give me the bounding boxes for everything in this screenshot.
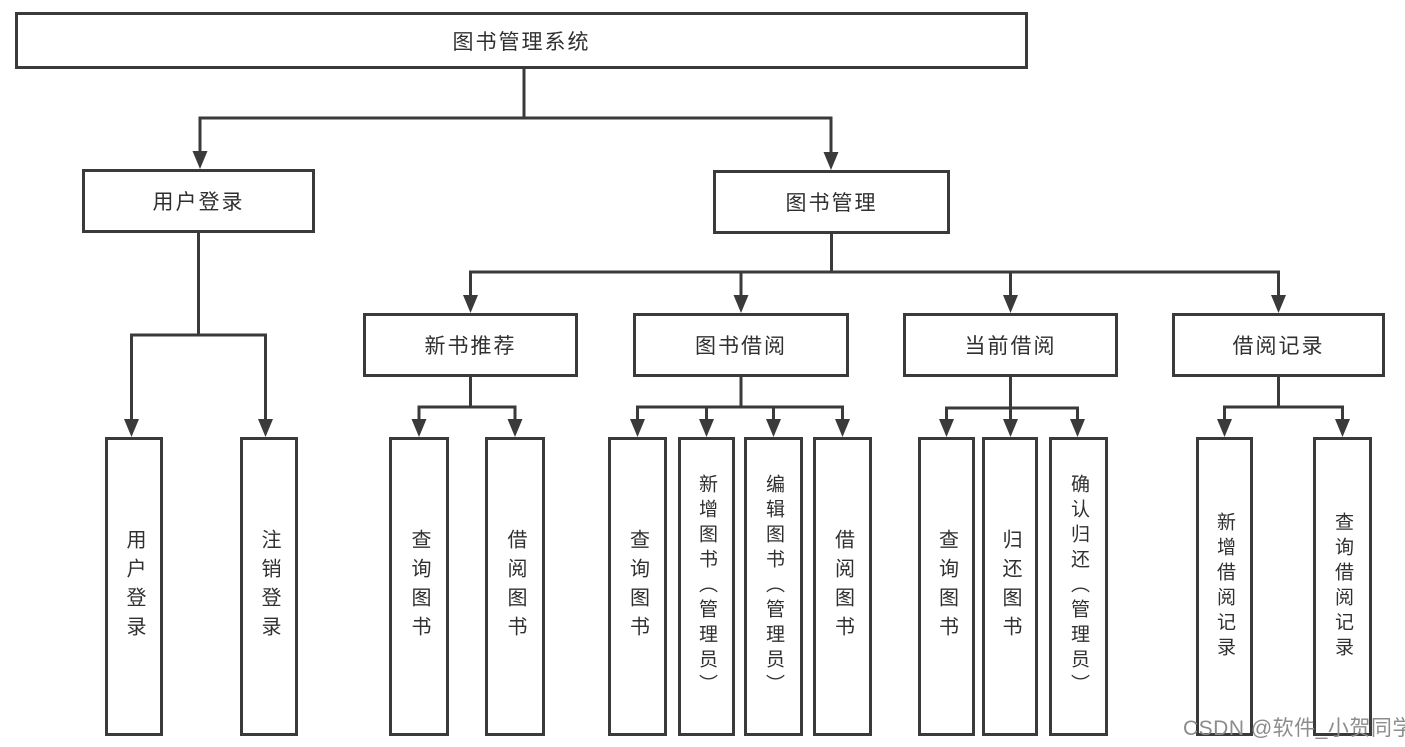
node-book-management: 图书管理 (713, 170, 950, 234)
leaf-add-borrow-record: 新增借阅记录 (1196, 437, 1253, 736)
arrowheads (124, 151, 1350, 437)
node-new-book-recommend-label: 新书推荐 (424, 335, 517, 358)
node-book-borrow: 图书借阅 (633, 313, 849, 377)
leaf-return-books: 归还图书 (982, 437, 1038, 736)
node-new-book-recommend: 新书推荐 (363, 313, 578, 377)
leaf-recommend-borrow-books-label: 借阅图书 (504, 528, 526, 645)
leaf-confirm-return-admin: 确认归还（管理员） (1049, 437, 1108, 736)
node-root-label: 图书管理系统 (452, 30, 591, 54)
watermark: CSDN @软件_小贺同学 (1183, 717, 1405, 740)
node-book-borrow-label: 图书借阅 (695, 335, 787, 358)
leaf-user-login: 用户登录 (105, 437, 163, 736)
node-book-management-label: 图书管理 (785, 192, 878, 215)
node-current-borrow-label: 当前借阅 (964, 335, 1057, 358)
node-user-login-label: 用户登录 (152, 191, 245, 214)
leaf-confirm-return-admin-label: 确认归还（管理员） (1068, 474, 1089, 699)
node-borrow-records: 借阅记录 (1172, 313, 1385, 377)
leaf-user-login-label: 用户登录 (123, 528, 145, 645)
leaf-edit-books-admin: 编辑图书（管理员） (744, 437, 803, 736)
node-current-borrow: 当前借阅 (903, 313, 1118, 377)
node-user-login: 用户登录 (82, 169, 315, 233)
leaf-borrow-books-label: 借阅图书 (831, 528, 854, 645)
leaf-recommend-borrow-books: 借阅图书 (485, 437, 545, 736)
leaf-edit-books-admin-label: 编辑图书（管理员） (763, 474, 784, 699)
leaf-recommend-query-books: 查询图书 (389, 437, 449, 736)
leaf-logout: 注销登录 (240, 437, 298, 736)
leaf-query-borrow-record-label: 查询借阅记录 (1332, 511, 1353, 662)
leaf-borrow-query-books: 查询图书 (608, 437, 667, 736)
node-root-system: 图书管理系统 (15, 12, 1028, 69)
leaf-add-books-admin-label: 新增图书（管理员） (696, 474, 717, 699)
node-borrow-records-label: 借阅记录 (1232, 335, 1325, 358)
leaf-borrow-books: 借阅图书 (813, 437, 872, 736)
leaf-query-borrow-record: 查询借阅记录 (1313, 437, 1372, 736)
leaf-add-books-admin: 新增图书（管理员） (678, 437, 735, 736)
leaf-recommend-query-books-label: 查询图书 (408, 528, 430, 645)
leaf-logout-label: 注销登录 (258, 528, 280, 645)
leaf-return-books-label: 归还图书 (999, 528, 1021, 645)
leaf-borrow-query-books-label: 查询图书 (626, 528, 649, 645)
leaf-current-query-books: 查询图书 (918, 437, 975, 736)
leaf-add-borrow-record-label: 新增借阅记录 (1214, 511, 1235, 662)
leaf-current-query-books-label: 查询图书 (935, 528, 958, 645)
